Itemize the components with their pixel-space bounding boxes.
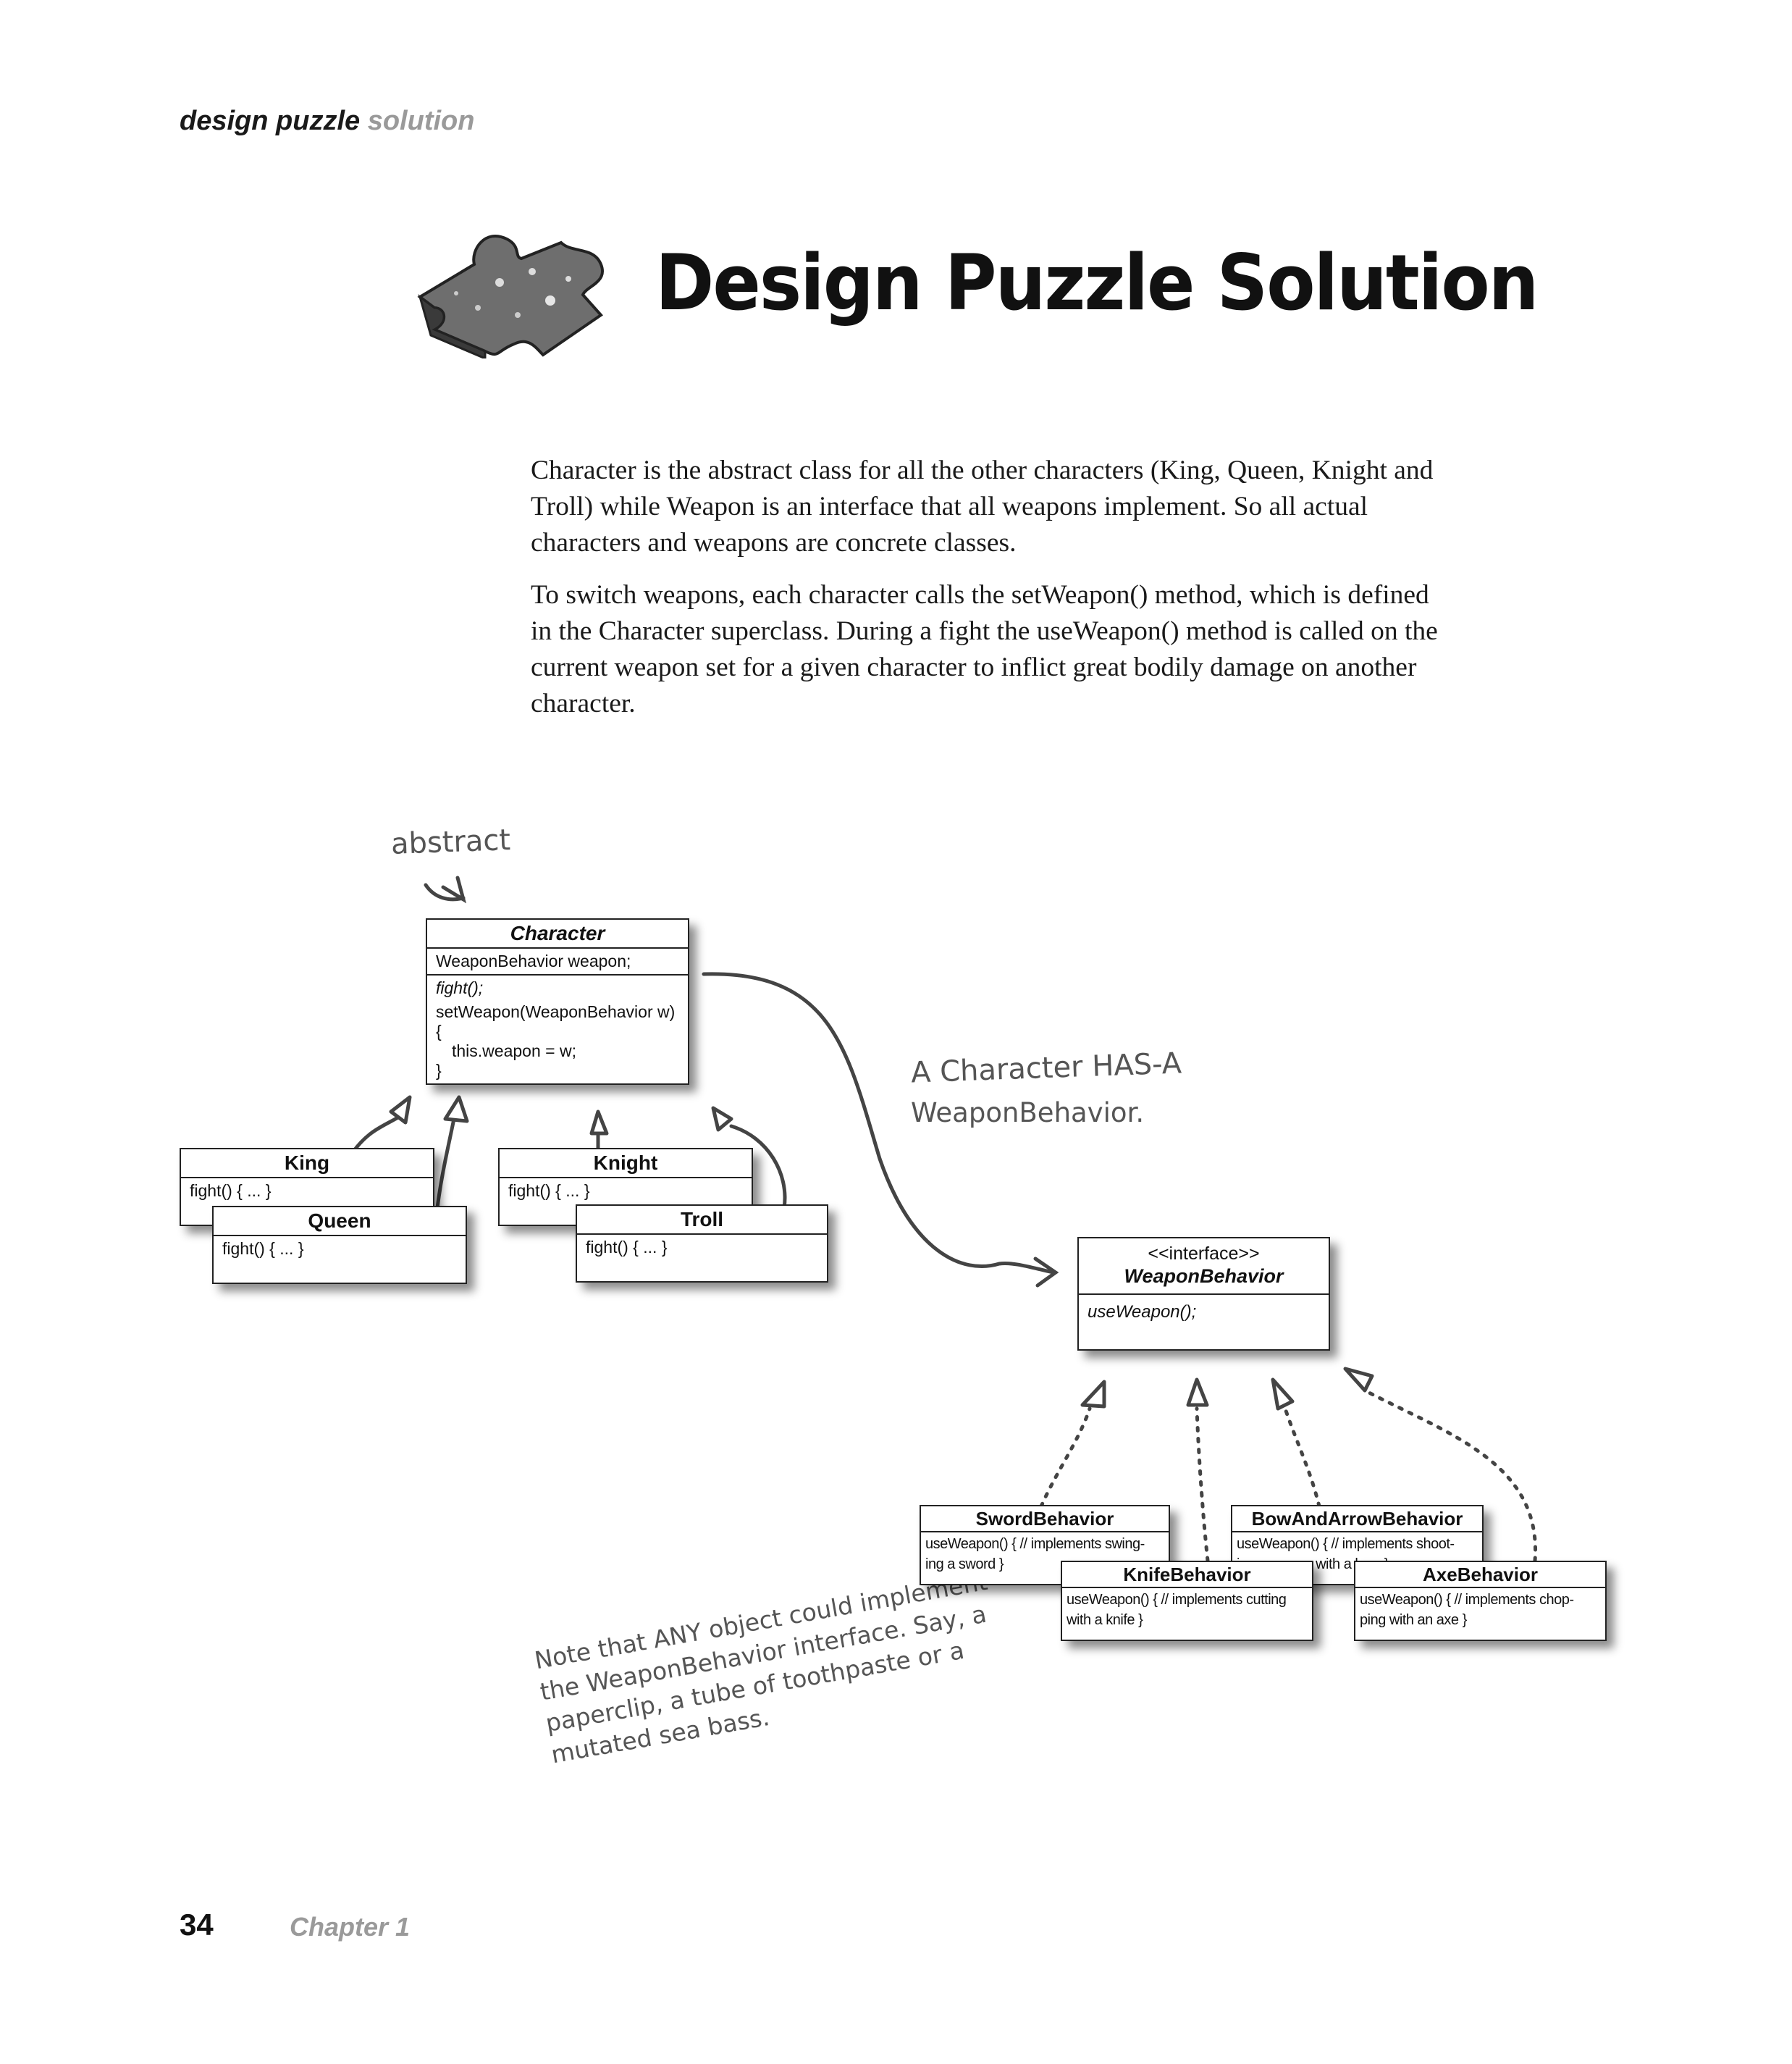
character-method-setweapon: setWeapon(WeaponBehavior w) {: [436, 1002, 679, 1041]
knife-realization: [1197, 1409, 1208, 1561]
king-method: fight() { ... }: [181, 1178, 433, 1204]
king-class-name: King: [181, 1149, 433, 1178]
bowandarrowbehavior-method-line1: useWeapon() { // implements shoot-: [1237, 1534, 1478, 1554]
weaponbehavior-method: useWeapon();: [1079, 1295, 1329, 1349]
axebehavior-name: AxeBehavior: [1355, 1562, 1605, 1588]
king-line: [353, 1115, 402, 1151]
abstract-arrowhead: [443, 878, 463, 899]
abstract-annotation: abstract: [390, 823, 511, 861]
axebehavior-method-line1: useWeapon() { // implements chop-: [1360, 1590, 1601, 1610]
character-field: WeaponBehavior weapon;: [427, 949, 688, 974]
character-method-fight: fight();: [436, 978, 679, 998]
knight-method: fight() { ... }: [500, 1178, 752, 1204]
knifebehavior-name: KnifeBehavior: [1062, 1562, 1312, 1588]
weaponbehavior-header: <<interface>> WeaponBehavior: [1079, 1238, 1329, 1295]
knifebehavior-method: useWeapon() { // implements cutting with…: [1062, 1588, 1312, 1632]
queen-class-box: Queen fight() { ... }: [212, 1206, 467, 1284]
has-a-annotation-line2: WeaponBehavior.: [911, 1097, 1144, 1128]
weaponbehavior-interface-box: <<interface>> WeaponBehavior useWeapon()…: [1077, 1237, 1330, 1351]
queen-method: fight() { ... }: [214, 1236, 466, 1262]
sword-realization: [1041, 1409, 1090, 1506]
weaponbehavior-stereotype: <<interface>>: [1079, 1243, 1329, 1264]
swordbehavior-method-line1: useWeapon() { // implements swing-: [925, 1534, 1164, 1554]
character-methods: fight(); setWeapon(WeaponBehavior w) { t…: [427, 974, 688, 1083]
bowandarrowbehavior-name: BowAndArrowBehavior: [1232, 1506, 1482, 1532]
bow-realization: [1285, 1409, 1319, 1506]
knifebehavior-method-line1: useWeapon() { // implements cutting: [1067, 1590, 1308, 1610]
page-number: 34: [180, 1908, 214, 1942]
knifebehavior-method-line2: with a knife }: [1067, 1610, 1308, 1630]
character-class-name: Character: [427, 920, 688, 949]
knight-class-name: Knight: [500, 1149, 752, 1178]
knifebehavior-class-box: KnifeBehavior useWeapon() { // implement…: [1061, 1561, 1313, 1641]
character-method-body: this.weapon = w;: [436, 1041, 679, 1061]
troll-class-box: Troll fight() { ... }: [576, 1204, 828, 1283]
troll-method: fight() { ... }: [577, 1235, 827, 1260]
swordbehavior-name: SwordBehavior: [921, 1506, 1169, 1532]
troll-class-name: Troll: [577, 1206, 827, 1235]
axebehavior-class-box: AxeBehavior useWeapon() { // implements …: [1354, 1561, 1607, 1641]
character-class-box: Character WeaponBehavior weapon; fight()…: [426, 918, 689, 1085]
axebehavior-method: useWeapon() { // implements chop- ping w…: [1355, 1588, 1605, 1632]
queen-line: [437, 1115, 455, 1208]
chapter-label: Chapter 1: [290, 1912, 410, 1942]
queen-class-name: Queen: [214, 1207, 466, 1236]
weaponbehavior-name: WeaponBehavior: [1079, 1264, 1329, 1288]
character-method-close: }: [436, 1061, 679, 1081]
axebehavior-method-line2: ping with an axe }: [1360, 1610, 1601, 1630]
